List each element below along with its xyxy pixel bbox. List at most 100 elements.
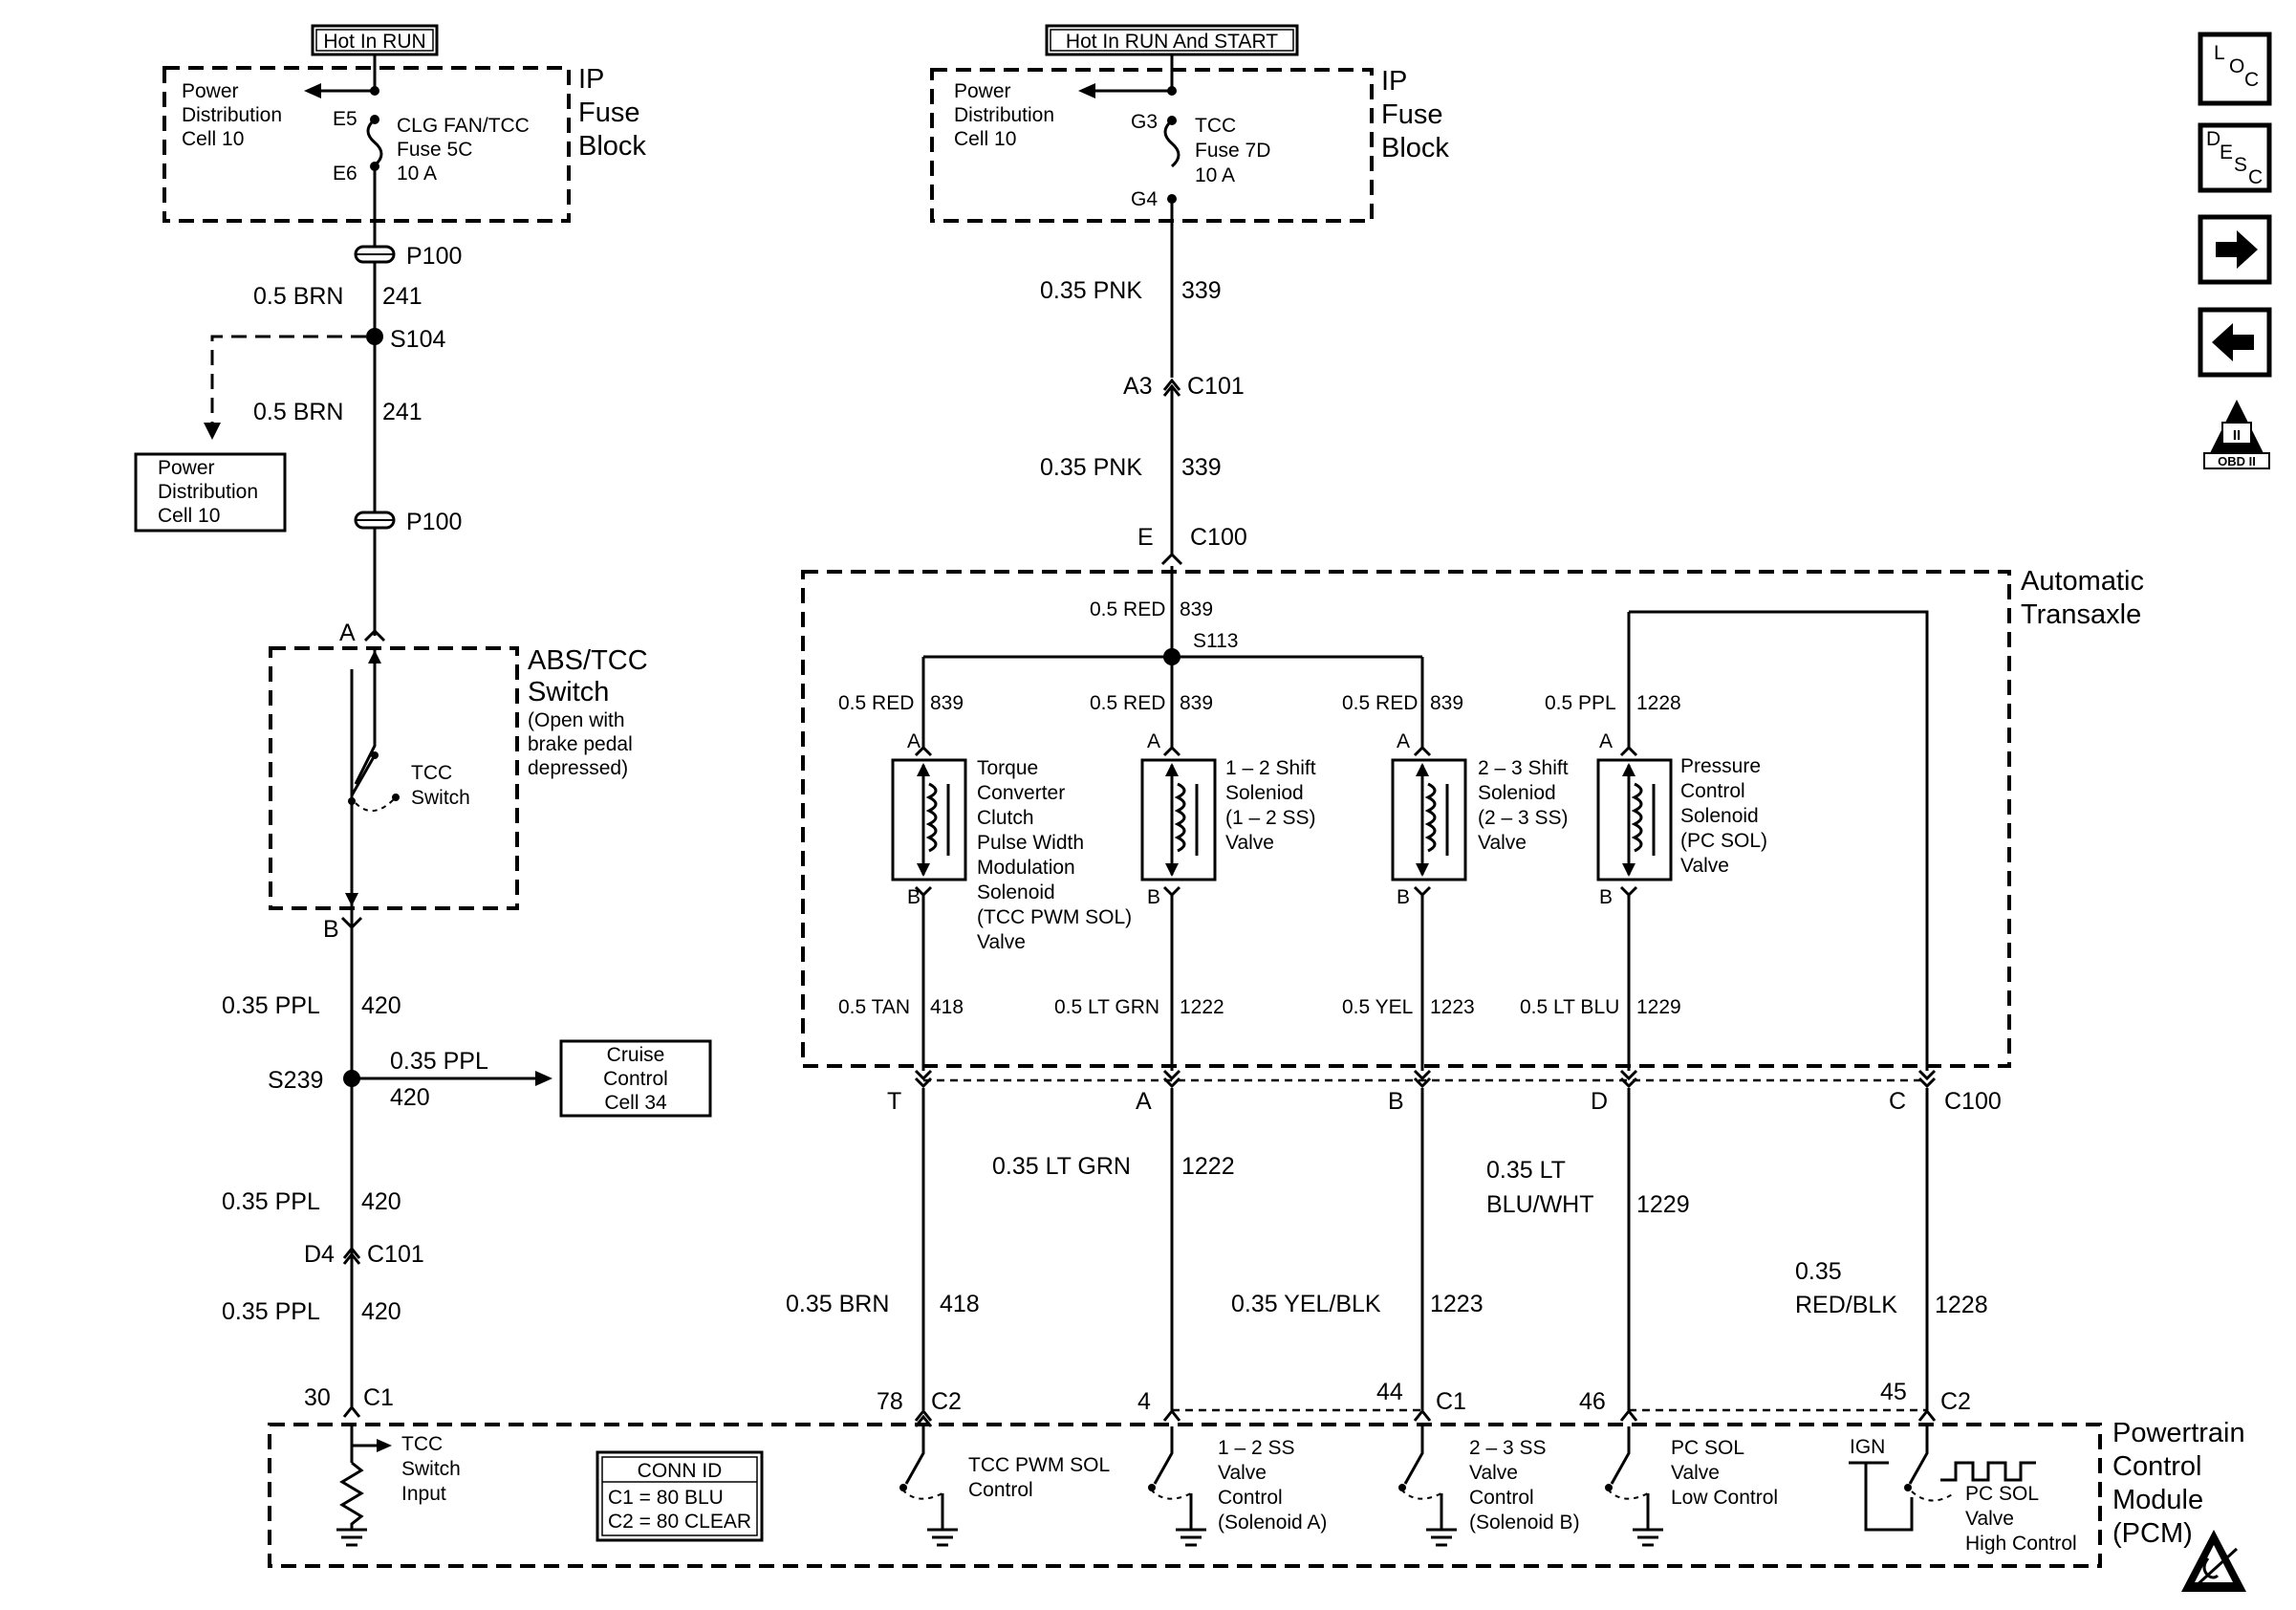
svg-text:S239: S239 [268,1067,323,1094]
svg-text:G4: G4 [1131,188,1158,210]
svg-text:CLG FAN/TCC: CLG FAN/TCC [397,115,530,137]
svg-text:Valve: Valve [1680,855,1729,877]
automatic-transaxle: Automatic Transaxle 0.5 RED 839 S113 0.5… [801,566,2144,1071]
svg-text:(PC SOL): (PC SOL) [1680,830,1767,852]
svg-text:C: C [2248,166,2263,188]
svg-text:Hot In RUN And START: Hot In RUN And START [1066,31,1278,53]
svg-text:B: B [1147,886,1160,908]
svg-text:Distribution: Distribution [954,104,1054,126]
svg-text:S: S [2234,154,2247,176]
c100-connector-top: E C100 [1137,524,1247,566]
svg-text:0.35 PNK: 0.35 PNK [1040,454,1142,481]
svg-text:0.5 RED: 0.5 RED [1090,692,1165,714]
svg-text:B: B [1388,1088,1404,1115]
svg-text:ABS/TCC: ABS/TCC [528,645,648,676]
svg-text:0.35 PNK: 0.35 PNK [1040,277,1142,304]
svg-text:Control: Control [1469,1487,1534,1509]
svg-text:839: 839 [930,692,964,714]
svg-text:P100: P100 [406,509,462,535]
svg-text:0.5 PPL: 0.5 PPL [1545,692,1616,714]
shift-solenoid-2-3: 0.5 RED 839 A B 2 – 3 Shift Soleniod (2 … [1342,692,1569,1071]
svg-text:0.5 YEL: 0.5 YEL [1342,996,1413,1018]
svg-text:2 – 3 SS: 2 – 3 SS [1469,1437,1547,1459]
ss-2-3-driver: 2 – 3 SS Valve Control (Solenoid B) [1398,1426,1580,1547]
svg-text:II: II [2233,427,2241,444]
svg-text:(TCC PWM SOL): (TCC PWM SOL) [977,906,1132,928]
svg-text:420: 420 [361,1298,401,1325]
svg-text:C1: C1 [1436,1388,1466,1415]
p100-connector-lower: P100 [354,509,462,535]
previous-arrow-icon[interactable] [2198,307,2272,378]
conn-id-box: CONN ID C1 = 80 BLU C2 = 80 CLEAR [596,1450,764,1542]
svg-text:0.5 BRN: 0.5 BRN [253,283,343,310]
next-arrow-icon[interactable] [2198,214,2272,285]
svg-text:Pressure: Pressure [1680,755,1761,777]
svg-text:CONN ID: CONN ID [638,1460,723,1482]
svg-text:Module: Module [2112,1485,2203,1515]
svg-text:P100: P100 [406,243,462,270]
svg-text:4: 4 [1137,1388,1151,1415]
c101-connector-left: D4 C101 [304,1241,424,1268]
svg-text:Valve: Valve [1671,1462,1720,1484]
svg-text:10 A: 10 A [1195,164,1235,186]
svg-text:10 A: 10 A [397,163,437,185]
svg-text:A: A [907,730,921,752]
svg-text:A: A [1599,730,1613,752]
svg-text:C101: C101 [367,1241,424,1268]
svg-text:L: L [2214,42,2225,64]
tcc-pwm-driver: TCC PWM SOL Control [899,1426,1110,1547]
svg-text:T: T [887,1088,901,1115]
svg-text:C2: C2 [1940,1388,1971,1415]
svg-text:B: B [1599,886,1613,908]
svg-text:839: 839 [1430,692,1463,714]
svg-text:1223: 1223 [1430,996,1475,1018]
svg-text:1229: 1229 [1636,996,1681,1018]
svg-text:D4: D4 [304,1241,335,1268]
svg-text:0.35: 0.35 [1795,1258,1842,1285]
ip-fuse-block-mid: Power Distribution Cell 10 G3 G4 TCC Fus… [930,54,1449,223]
svg-text:A: A [1147,730,1160,752]
svg-text:G3: G3 [1131,111,1158,133]
svg-text:C2: C2 [931,1388,962,1415]
desc-icon[interactable]: D E S C [2198,122,2272,193]
svg-text:Soleniod: Soleniod [1225,782,1304,804]
loc-icon[interactable]: L O C [2198,32,2272,106]
svg-text:C1: C1 [363,1384,394,1411]
svg-text:B: B [1397,886,1410,908]
svg-text:420: 420 [361,1188,401,1215]
svg-text:1228: 1228 [1935,1292,1988,1318]
svg-text:Valve: Valve [1225,832,1274,854]
svg-text:1223: 1223 [1430,1291,1484,1317]
svg-text:(2 – 3 SS): (2 – 3 SS) [1478,807,1569,829]
side-icons: L O C D E S C II OBD II [2198,32,2272,469]
svg-text:Transaxle: Transaxle [2021,599,2141,630]
svg-text:Valve: Valve [977,931,1026,953]
svg-text:78: 78 [877,1388,903,1415]
svg-text:Control: Control [968,1479,1033,1501]
svg-text:TCC: TCC [1195,115,1236,137]
svg-text:(Solenoid B): (Solenoid B) [1469,1512,1580,1534]
svg-text:Clutch: Clutch [977,807,1034,829]
svg-text:B: B [907,886,921,908]
power-distribution-box-left: Power Distribution Cell 10 [134,452,287,533]
svg-text:Torque: Torque [977,757,1038,779]
splice-s239: S239 0.35 PPL 420 [268,1048,552,1111]
splice-s104: S104 [204,326,445,440]
svg-text:Valve: Valve [1218,1462,1267,1484]
svg-text:0.35 LT: 0.35 LT [1486,1157,1566,1184]
svg-text:(Open with: (Open with [528,709,625,731]
svg-text:Automatic: Automatic [2021,566,2144,597]
svg-text:Cell 10: Cell 10 [954,128,1016,150]
svg-text:A: A [1397,730,1410,752]
svg-text:0.5 LT GRN: 0.5 LT GRN [1054,996,1159,1018]
svg-text:Distribution: Distribution [158,481,258,503]
svg-text:839: 839 [1180,692,1213,714]
svg-text:(1 – 2 SS): (1 – 2 SS) [1225,807,1316,829]
svg-text:1222: 1222 [1181,1153,1235,1180]
svg-text:Pulse Width: Pulse Width [977,832,1084,854]
svg-text:0.35 PPL: 0.35 PPL [222,1188,320,1215]
svg-text:1229: 1229 [1636,1191,1690,1218]
svg-text:Switch: Switch [411,787,470,809]
svg-text:Fuse: Fuse [1381,99,1442,130]
svg-text:0.5 LT BLU: 0.5 LT BLU [1520,996,1619,1018]
